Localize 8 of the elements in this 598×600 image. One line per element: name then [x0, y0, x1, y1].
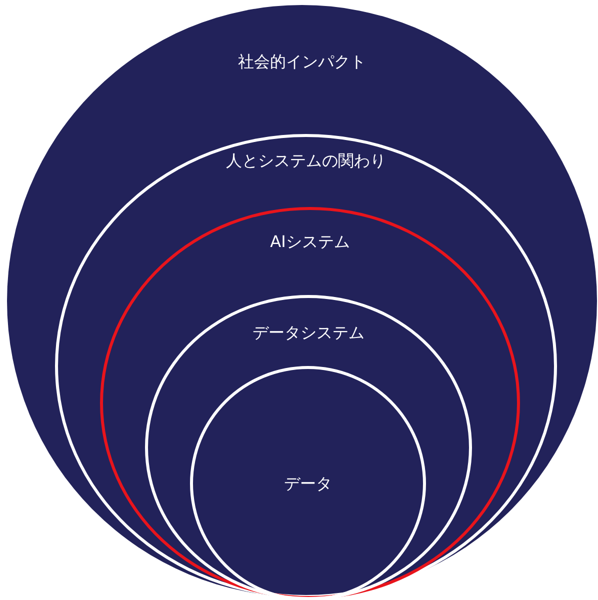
- circle: [145, 295, 472, 600]
- circle-label: データ: [284, 474, 332, 495]
- circle-label: 社会的インパクト: [238, 52, 366, 73]
- circle: [100, 207, 520, 599]
- circle-label: 人とシステムの関わり: [226, 151, 386, 172]
- circle-label: データシステム: [252, 323, 364, 344]
- circle: [55, 134, 557, 598]
- circle-label: AIシステム: [270, 232, 350, 253]
